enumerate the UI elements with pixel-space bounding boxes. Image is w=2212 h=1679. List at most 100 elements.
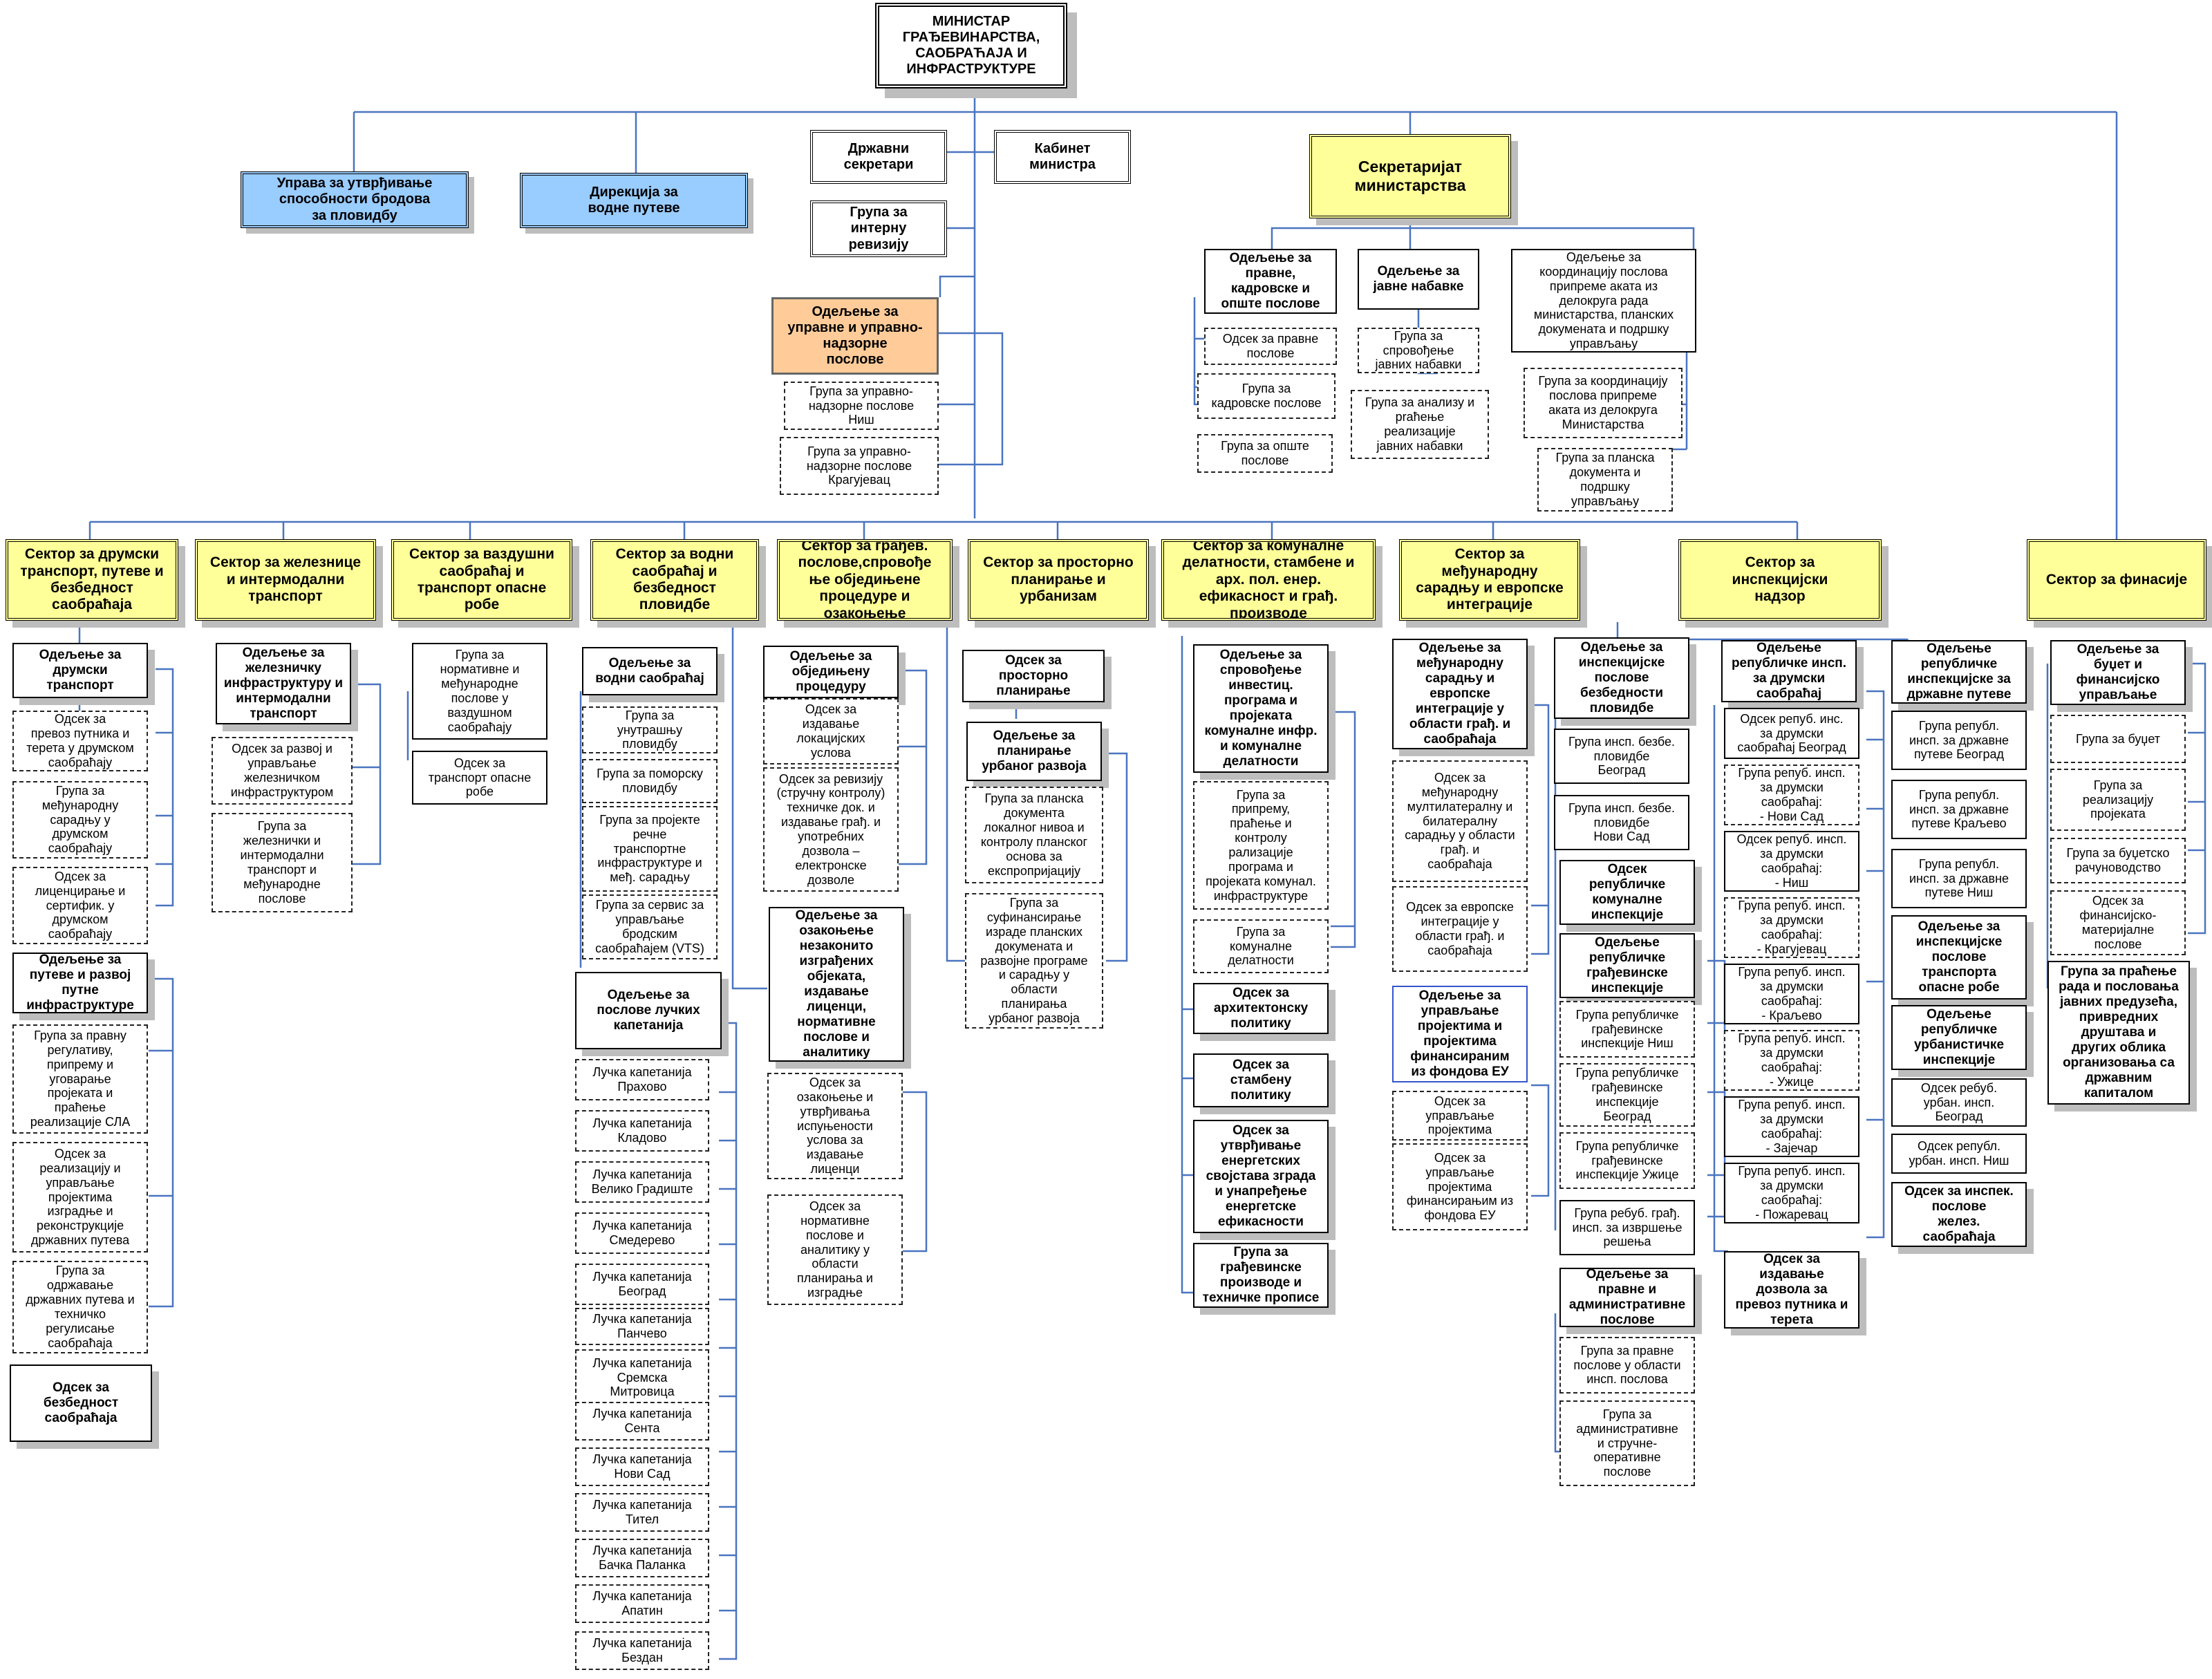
c1-g1: Одсек за превоз путника и терета у друмс… (12, 711, 148, 771)
port-6: Лучка капетанија Сремска Митровица (575, 1349, 709, 1406)
c1-g6: Група за одржавање државних путева и тех… (12, 1261, 148, 1353)
c5-g1: Одсек за издавање локацијских услова (763, 698, 899, 765)
nabavke-dept-box: Одељење за јавне набавке (1358, 249, 1479, 310)
c9a-d3: Одељење републичке грађевинске инспекциј… (1559, 933, 1695, 998)
c9c-g3: Група републ. инсп. за државне путеве Ни… (1891, 849, 2027, 908)
sector-gradjevinski: Сектор за грађев. послове,спровође ње об… (777, 539, 953, 621)
c8-g4: Одсек за управљање пројектима финансирањ… (1392, 1143, 1528, 1230)
c9c-g2: Група републ. инсп. за државне путеве Кр… (1891, 780, 2027, 839)
c9b-item-1: Група репуб. инсп. за друмски саобраћај:… (1724, 765, 1859, 825)
c9c-g5: Одсек републ. урбан. инсп. Ниш (1891, 1134, 2027, 1174)
koordinacija-dept-box: Одељење за координацију послова припреме… (1511, 249, 1696, 353)
c1-g4: Група за правну регулативу, припрему и у… (12, 1024, 148, 1134)
port-7: Лучка капетанија Сента (575, 1402, 709, 1441)
c10-g1: Група за буџет (2050, 715, 2186, 763)
sector-komunalne: Сектор за комуналне делатности, стамбене… (1161, 539, 1376, 621)
port-9: Лучка капетанија Тител (575, 1493, 709, 1532)
c10-g2: Група за реализацију пројеката (2050, 769, 2186, 831)
c3-g2: Одсек за транспорт опасне робе (412, 751, 547, 805)
c1-g5: Одсек за реализацију и управљање пројект… (12, 1142, 148, 1253)
c9b-item-0: Одсек репуб. инс. за друмски саобраћај Б… (1724, 708, 1859, 759)
c8-dept: Одељење за међународну сарадњу и европск… (1392, 639, 1528, 749)
c9a-g5: Група републичке грађевинске инспекције … (1559, 1132, 1695, 1189)
sector-medjunarodna: Сектор за међународну сарадњу и европске… (1399, 539, 1580, 621)
c7-d3: Одсек за стамбену политику (1193, 1053, 1329, 1107)
port-11: Лучка капетанија Апатин (575, 1584, 709, 1623)
c9a-g8: Група за административне и стручне- опер… (1559, 1400, 1695, 1486)
c5-g2: Одсек за ревизију (стручну контролу) тех… (763, 767, 899, 892)
upravni-nis-box: Група за управно- надзорне послове Ниш (784, 382, 939, 430)
c2-g1: Одсек за развој и управљање железничком … (212, 737, 353, 805)
c7-g2: Група за комуналне делатности (1193, 919, 1329, 973)
c9a-dept: Одељење за инспекцијске послове безбедно… (1554, 637, 1689, 719)
c10-g3: Група за буџетско рачуноводство (2050, 838, 2186, 883)
port-1: Лучка капетанија Кладово (575, 1110, 709, 1152)
c1-dept-drumski: Одељење за друмски транспорт (12, 643, 148, 698)
c1-g2: Група за међународну сарадњу у друмском … (12, 781, 148, 859)
c4-g4: Група за сервис за управљање бродским са… (582, 894, 718, 959)
c4-dept: Одељење за водни саобраћај (582, 647, 718, 695)
c5-dept: Одељење за обједињену процедуру (763, 646, 899, 698)
c6-dept: Одсек за просторно планирање (962, 650, 1105, 702)
c6-g2: Група за суфинансирање израде планских д… (965, 893, 1103, 1029)
c9b-item-4: Група репуб. инсп. за друмски саобраћај:… (1724, 964, 1859, 1024)
c9a-d4: Одељење за правне и административне посл… (1559, 1268, 1695, 1327)
c7-d5: Група за грађевинске производе и техничк… (1193, 1243, 1329, 1308)
c8-dept2: Одељење за управљање пројектима и пројек… (1392, 986, 1528, 1082)
c7-g1: Група за припрему, праћење и контролу ра… (1193, 781, 1329, 910)
c9a-g7: Група за правне послове у области инсп. … (1559, 1337, 1695, 1394)
c9c-d4: Одсек за инспек. послове желез. саобраћа… (1891, 1182, 2027, 1247)
sector-vodni: Сектор за водни саобраћај и безбедност п… (590, 539, 759, 621)
opste-box: Група за опште послове (1197, 434, 1333, 473)
c5-g3: Одсек за озакоњење и утврђивања испуњено… (767, 1073, 903, 1179)
port-8: Лучка капетанија Нови Сад (575, 1447, 709, 1486)
c8-g2: Одсек за европске интеграције у области … (1392, 886, 1528, 972)
c1-g3: Одсек за лиценцирање и сертифик. у друмс… (12, 867, 148, 944)
port-12: Лучка капетанија Бездан (575, 1631, 709, 1670)
sector-inspekcija: Сектор за инспекцијски надзор (1678, 539, 1882, 621)
c5-g4: Одсек за нормативне послове и аналитику … (767, 1194, 903, 1305)
kabinet-box: Кабинет министра (994, 130, 1131, 184)
c8-g3: Одсек за управљање пројектима (1392, 1091, 1528, 1141)
c9a-g3: Група републичке грађевинске инспекције … (1559, 1001, 1695, 1058)
minister-box: МИНИСТАР ГРАЂЕВИНАРСТВА, САОБРАЋАЈА И ИН… (875, 3, 1067, 88)
c3-g1: Група за нормативне и међународне послов… (412, 643, 547, 740)
c9c-d3: Одељење републичке урбанистичке инспекци… (1891, 1005, 2027, 1070)
c9a-g6: Група ребуб. грађ. инсп. за извршење реш… (1559, 1200, 1695, 1255)
c9c-d2: Одељење за инспекцијске послове транспор… (1891, 915, 2027, 1000)
c9b-item-6: Група репуб. инсп. за друмски саобраћај:… (1724, 1096, 1859, 1157)
c4-g1: Група за унутрашњу пловидбу (582, 706, 718, 753)
sector-drumski: Сектор за друмски транспорт, путеве и бе… (6, 539, 178, 621)
sector-zeleznice: Сектор за железнице и интермодални транс… (195, 539, 376, 621)
c9b-item-3: Група репуб. инсп. за друмски саобраћај:… (1724, 897, 1859, 958)
c7-d2: Одсек за архитектонску политику (1193, 983, 1329, 1034)
c9a-d2: Одсек републичке комуналне инспекције (1559, 860, 1695, 925)
port-3: Лучка капетанија Смедерево (575, 1212, 709, 1254)
c1-dept-bezbednost: Одсек за безбедност саобраћаја (10, 1364, 152, 1442)
port-2: Лучка капетанија Велико Градиште (575, 1161, 709, 1203)
uprava-brodova-box: Управа за утврђивање способности бродова… (241, 171, 469, 228)
upravni-nadzor-box: Одељење за управне и управно- надзорне п… (771, 297, 939, 375)
drzavni-sekretari-box: Државни секретари (810, 130, 947, 184)
interna-revizija-box: Група за интерну ревизију (810, 200, 947, 257)
c9a-g4: Група републичке грађевинске инспекције … (1559, 1063, 1695, 1127)
pravne-dept-box: Одељење за правне, кадровске и опште пос… (1204, 249, 1337, 314)
c4-g3: Група за пројекте речне транспортне инфр… (582, 806, 718, 892)
c7-d4: Одсек за утврђивање енергетских својстав… (1193, 1120, 1329, 1233)
c9c-g4: Одсек ребуб. урбан. инсп. Београд (1891, 1078, 2027, 1127)
c1-dept-putevi: Одељење за путеве и развој путне инфраст… (12, 953, 148, 1013)
c9b-last: Одсек за издавање дозвола за превоз путн… (1724, 1251, 1859, 1329)
c9a-g2: Група инсп. безбе. пловидбе Нови Сад (1554, 795, 1689, 850)
sekretarijat-box: Секретаријат министарства (1309, 134, 1511, 218)
c6-g1: Група за планска документа локалног ниво… (965, 787, 1103, 883)
c5-dept-ozakonjenje: Одељење за озакоњење незаконито изграђен… (769, 907, 904, 1062)
c9b-dept: Одељење републичке инсп. за друмски саоб… (1721, 640, 1857, 702)
pravne-odsek-box: Одсек за правне послове (1204, 328, 1337, 365)
c6-dept2: Одељење за планирање урбаног развоја (966, 722, 1102, 781)
koordinacija-grupa-box: Група за координацију послова припреме а… (1524, 368, 1683, 438)
c10-g4: Одсек за финансијско- материјалне послов… (2050, 890, 2186, 955)
c8-g1: Одсек за међународну мултилатералну и би… (1392, 760, 1528, 882)
c10-d2: Група за праћење рада и пословања јавних… (2047, 961, 2190, 1105)
analiza-box: Група за анализу и praћење реализације ј… (1351, 390, 1489, 459)
